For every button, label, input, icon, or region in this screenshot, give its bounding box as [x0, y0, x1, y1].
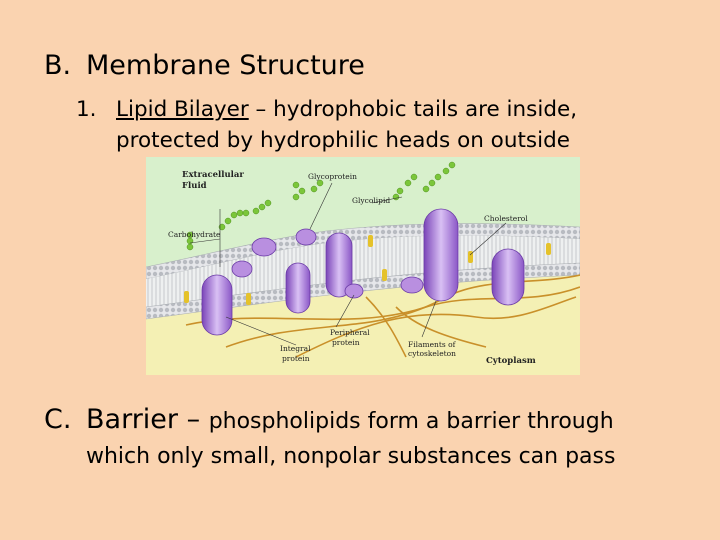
- point-1-number: 1.: [76, 97, 97, 122]
- label-peripheral-line2: protein: [332, 338, 360, 347]
- label-integral-line1: Integral: [280, 344, 311, 353]
- carbohydrate-chains: [186, 161, 456, 251]
- section-b-marker: B.: [44, 50, 72, 81]
- label-filaments-line1: Filaments of: [408, 340, 457, 349]
- integral-proteins: [201, 208, 525, 336]
- label-cytoplasm: Cytoplasm: [486, 356, 536, 366]
- point-1-line-2: protected by hydrophilic heads on outsid…: [116, 128, 570, 153]
- label-integral-line2: protein: [282, 354, 310, 363]
- membrane-diagram: Extracellular Fluid Glycoprotein Glycoli…: [146, 157, 580, 375]
- section-c-line-1-rest: phospholipids form a barrier through: [208, 409, 614, 434]
- label-glycolipid: Glycolipid: [352, 196, 390, 205]
- peripheral-proteins: [231, 228, 424, 299]
- cytoskeleton-filaments: [185, 274, 580, 358]
- label-glycoprotein: Glycoprotein: [308, 172, 357, 181]
- label-peripheral-line1: Peripheral: [330, 328, 370, 337]
- label-cholesterol: Cholesterol: [484, 214, 528, 223]
- label-extracellular-line1: Extracellular: [182, 170, 244, 180]
- section-b-heading: B. Membrane Structure: [44, 50, 365, 81]
- section-c-line-2: which only small, nonpolar substances ca…: [86, 444, 616, 469]
- label-leader-lines: [189, 182, 507, 346]
- point-1-line-1-rest: hydrophobic tails are inside,: [273, 97, 578, 122]
- label-extracellular-line2: Fluid: [182, 181, 207, 191]
- point-1-term: Lipid Bilayer: [116, 97, 249, 122]
- point-1-dash: –: [248, 97, 274, 122]
- section-c-marker: C.: [44, 404, 72, 435]
- label-carbohydrate: Carbohydrate: [168, 230, 221, 239]
- cholesterol-molecules: [184, 235, 551, 305]
- section-c-heading: C. Barrier – phospholipids form a barrier…: [44, 404, 614, 435]
- label-filaments-line2: cytoskeleton: [408, 349, 456, 358]
- point-1-block: 1. Lipid Bilayer – hydrophobic tails are…: [76, 94, 577, 156]
- section-c-title: Barrier: [86, 404, 179, 435]
- point-1-line-1: Lipid Bilayer – hydrophobic tails are in…: [116, 94, 577, 125]
- point-1-body: Lipid Bilayer – hydrophobic tails are in…: [116, 94, 577, 156]
- cytoplasm-region: [146, 253, 580, 375]
- section-b-title: Membrane Structure: [86, 50, 365, 81]
- section-c-dash: –: [178, 404, 209, 435]
